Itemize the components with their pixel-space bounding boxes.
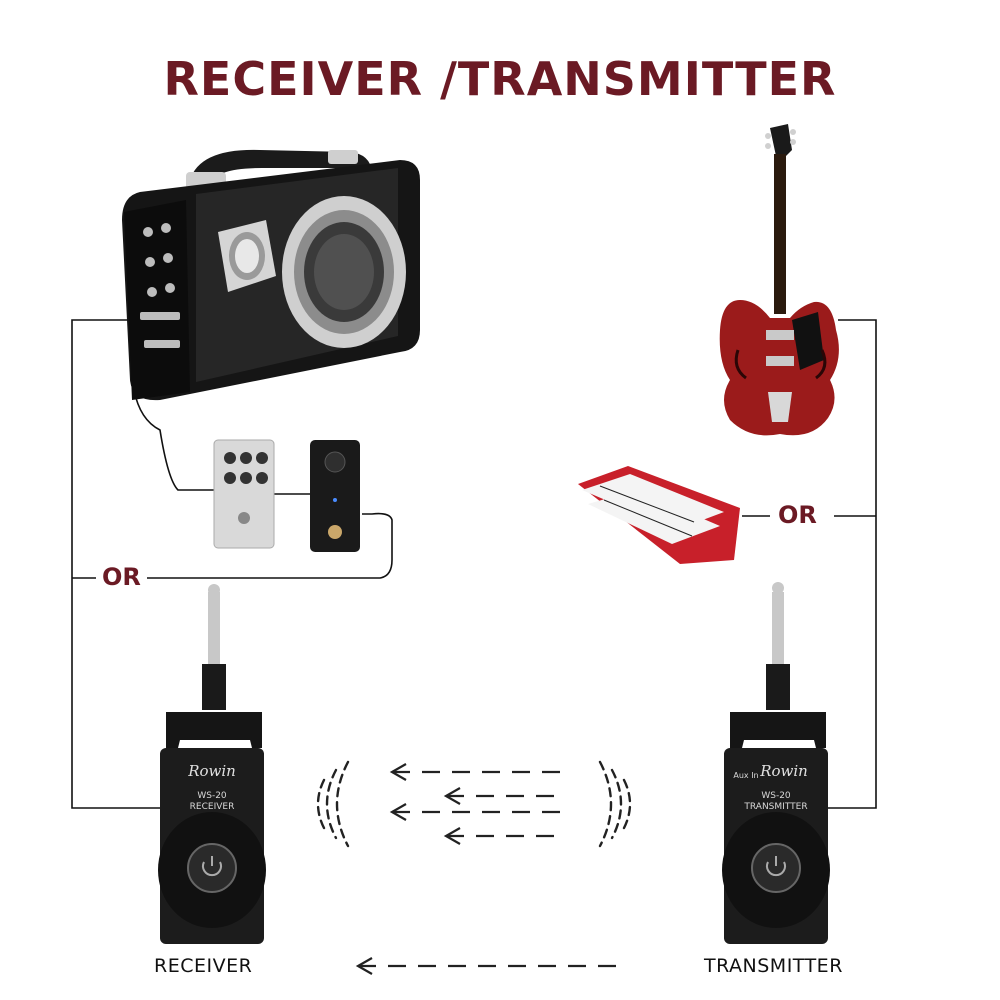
transmitter-device [722, 582, 830, 944]
transmitter-model: WS-20 [761, 791, 791, 801]
receiver-brand: Rowin [187, 762, 236, 780]
transmitter-caption: TRANSMITTER [704, 955, 843, 977]
transmitter-brand: Rowin [759, 762, 808, 780]
keyboard-icon [578, 466, 740, 564]
page-title: RECEIVER /TRANSMITTER [163, 52, 837, 106]
or-label-right: OR [772, 501, 823, 529]
effect-pedal-icon [213, 439, 360, 552]
wire-amp-to-pedal [133, 389, 214, 491]
wire-pedals-to-receiver [72, 512, 393, 579]
signal-waves-left [316, 760, 350, 848]
receiver-caption: RECEIVER [154, 955, 253, 977]
wire-amp-to-receiver [71, 319, 160, 809]
or-label-left: OR [96, 563, 147, 591]
receiver-type: RECEIVER [190, 802, 235, 812]
signal-waves-right [598, 760, 632, 848]
speaker-amplifier-icon [122, 149, 420, 401]
transmitter-type: TRANSMITTER [743, 802, 807, 812]
connection-wires [71, 319, 877, 809]
electric-guitar-icon [719, 124, 839, 436]
power-icon [766, 856, 786, 877]
wireless-signal-icon [358, 770, 616, 968]
power-icon [202, 856, 222, 877]
receiver-device [158, 584, 266, 944]
wire-instrument-to-transmitter [828, 319, 877, 809]
transmitter-aux-label: Aux In [733, 771, 758, 780]
receiver-model: WS-20 [197, 791, 227, 801]
